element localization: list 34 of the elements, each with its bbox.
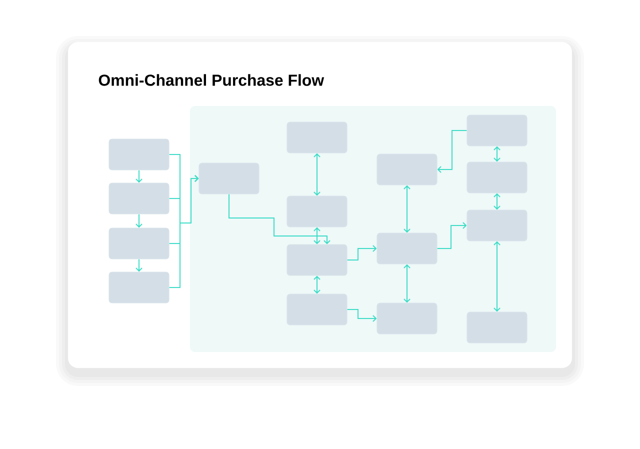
arrow <box>314 227 320 244</box>
process-box <box>466 312 528 344</box>
process-box <box>286 196 348 228</box>
process-box <box>466 162 528 194</box>
process-box <box>108 228 170 260</box>
arrow <box>404 264 410 303</box>
arrow <box>136 214 142 228</box>
arrow <box>436 222 467 249</box>
arrow <box>437 130 468 173</box>
process-box <box>108 138 170 170</box>
arrow <box>346 245 377 260</box>
arrow <box>314 276 320 294</box>
arrow <box>494 146 500 162</box>
arrow <box>136 170 142 183</box>
process-box <box>286 294 348 326</box>
process-box <box>376 154 438 186</box>
arrow <box>346 309 377 322</box>
title: Omni-Channel Purchase Flow <box>98 74 324 86</box>
process-box <box>198 162 260 194</box>
process-box <box>376 302 438 334</box>
process-box <box>376 232 438 264</box>
arrow <box>404 185 410 233</box>
process-box <box>466 114 528 146</box>
arrow <box>136 258 142 272</box>
arrow <box>228 194 330 244</box>
arrow <box>494 193 500 210</box>
process-box <box>286 244 348 276</box>
arrow <box>494 241 500 312</box>
process-box <box>286 122 348 154</box>
arrow <box>314 153 320 196</box>
process-box <box>108 272 170 304</box>
process-box <box>466 210 528 242</box>
process-box <box>108 182 170 214</box>
arrow <box>168 175 199 288</box>
